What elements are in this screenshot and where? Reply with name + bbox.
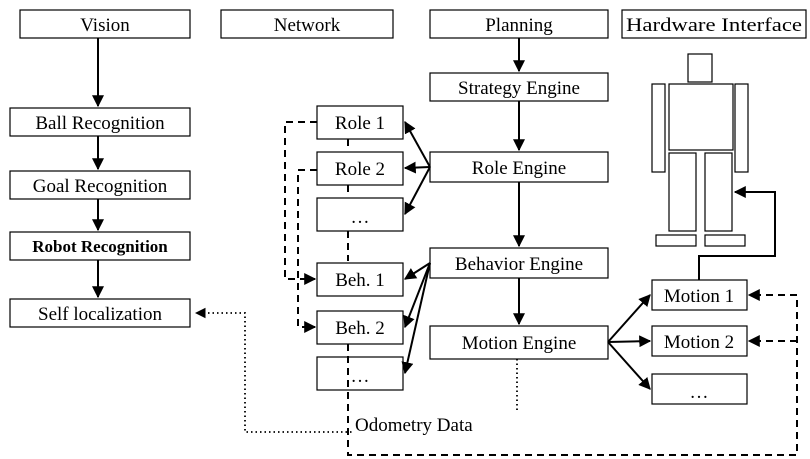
- box-robot-recognition: Robot Recognition: [9, 231, 191, 261]
- box-beh-1: Beh. 1: [316, 262, 404, 297]
- arrow-behengine-to-behmore: [401, 262, 431, 375]
- box-role-more: …: [316, 197, 404, 232]
- beh-more-label: …: [351, 366, 370, 387]
- robot-right-arm: [734, 83, 749, 173]
- arrow-motionengine-to-motion1: [607, 294, 651, 343]
- box-role-1: Role 1: [316, 105, 404, 140]
- box-motion-1: Motion 1: [651, 279, 748, 311]
- header-planning: Planning: [429, 9, 609, 39]
- arrow-roleengine-to-role1: [404, 120, 431, 168]
- arrow-motionengine-to-motionmore: [607, 341, 651, 390]
- odometry-label-bg: [354, 411, 520, 435]
- robot-right-foot: [704, 234, 746, 247]
- arrow-roleengine-to-rolemore: [404, 166, 431, 216]
- robot-recognition-label: Robot Recognition: [32, 237, 168, 256]
- self-localization-label: Self localization: [38, 304, 162, 325]
- box-beh-more: …: [316, 356, 404, 391]
- robot-right-leg: [704, 152, 733, 232]
- dashed-role1-to-beh1: [284, 121, 317, 285]
- robot-head: [687, 53, 713, 83]
- box-strategy-engine: Strategy Engine: [429, 72, 609, 102]
- dashed-role2-to-beh2: [297, 169, 317, 333]
- box-behavior-engine: Behavior Engine: [429, 247, 609, 279]
- header-network-label: Network: [274, 15, 341, 36]
- goal-recognition-label: Goal Recognition: [33, 176, 168, 197]
- header-network: Network: [220, 9, 394, 39]
- arrow-motionengine-to-motion2: [607, 335, 652, 348]
- robot-torso: [668, 83, 734, 151]
- dashed-feedback-to-motion1: [347, 289, 798, 456]
- strategy-engine-label: Strategy Engine: [458, 78, 580, 99]
- robot-left-leg: [668, 152, 697, 232]
- motion-2-label: Motion 2: [664, 332, 734, 353]
- box-ball-recognition: Ball Recognition: [9, 107, 191, 137]
- role-more-label: …: [351, 207, 370, 228]
- odometry-label: Odometry Data: [355, 415, 473, 436]
- box-beh-2: Beh. 2: [316, 310, 404, 345]
- motion-more-label: …: [690, 382, 709, 403]
- behavior-engine-label: Behavior Engine: [455, 254, 583, 275]
- robot-left-foot: [655, 234, 697, 247]
- role-2-label: Role 2: [335, 159, 385, 180]
- arrow-motion1-to-robot: [698, 186, 776, 280]
- role-engine-label: Role Engine: [472, 158, 566, 179]
- beh-1-label: Beh. 1: [335, 270, 385, 291]
- motion-engine-label: Motion Engine: [462, 333, 577, 354]
- box-role-2: Role 2: [316, 151, 404, 186]
- box-motion-more: …: [651, 373, 748, 405]
- header-hardware: Hardware Interface: [621, 9, 807, 39]
- header-vision: Vision: [19, 9, 191, 39]
- ball-recognition-label: Ball Recognition: [35, 113, 165, 134]
- box-motion-engine: Motion Engine: [429, 325, 609, 360]
- header-planning-label: Planning: [485, 15, 553, 36]
- motion-1-label: Motion 1: [664, 286, 734, 307]
- role-1-label: Role 1: [335, 113, 385, 134]
- box-motion-2: Motion 2: [651, 325, 748, 357]
- box-goal-recognition: Goal Recognition: [9, 170, 191, 200]
- robot-icon: [651, 53, 749, 247]
- box-self-localization: Self localization: [9, 298, 191, 328]
- beh-2-label: Beh. 2: [335, 318, 385, 339]
- header-hardware-label: Hardware Interface: [626, 15, 802, 36]
- header-vision-label: Vision: [80, 15, 130, 36]
- arrow-behengine-to-beh1: [403, 262, 431, 280]
- arrow-roleengine-to-role2: [403, 161, 431, 174]
- box-role-engine: Role Engine: [429, 151, 609, 183]
- arrow-behengine-to-beh2: [403, 262, 431, 329]
- robot-left-arm: [651, 83, 666, 173]
